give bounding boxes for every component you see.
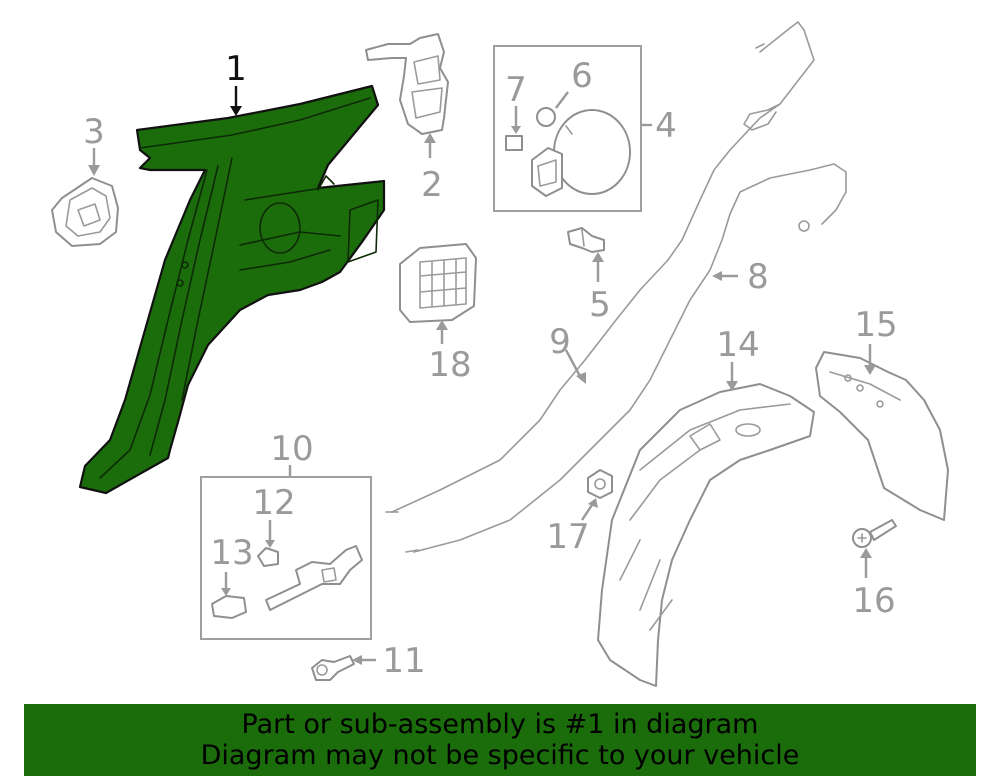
leader-8-arrow bbox=[712, 271, 722, 281]
callout-6[interactable]: 6 bbox=[571, 56, 593, 96]
banner-line-1: Part or sub-assembly is #1 in diagram bbox=[241, 709, 759, 740]
cable-part-9[interactable] bbox=[385, 21, 815, 513]
part-2[interactable] bbox=[365, 33, 449, 135]
leader-13-arrow bbox=[221, 588, 231, 596]
fuel-door-part[interactable] bbox=[553, 109, 631, 195]
part-3[interactable] bbox=[51, 177, 119, 247]
leader-6 bbox=[555, 91, 569, 109]
callout-10[interactable]: 10 bbox=[270, 429, 313, 469]
callout-8[interactable]: 8 bbox=[747, 257, 769, 297]
callout-11[interactable]: 11 bbox=[382, 641, 425, 681]
leader-18-arrow bbox=[436, 320, 448, 330]
nut-part-17[interactable] bbox=[587, 469, 613, 499]
leader-16-arrow bbox=[860, 548, 872, 558]
callout-15[interactable]: 15 bbox=[854, 305, 897, 345]
part-6[interactable] bbox=[536, 107, 556, 127]
box-part-4 bbox=[493, 45, 642, 212]
callout-18[interactable]: 18 bbox=[428, 345, 471, 385]
leader-3-arrow bbox=[88, 165, 100, 176]
callout-2[interactable]: 2 bbox=[421, 165, 443, 205]
leader-17-arrow bbox=[588, 498, 598, 508]
callout-12[interactable]: 12 bbox=[252, 483, 295, 523]
callout-9[interactable]: 9 bbox=[549, 322, 571, 362]
leader-2-arrow bbox=[424, 133, 436, 143]
info-banner: Part or sub-assembly is #1 in diagram Di… bbox=[24, 704, 976, 776]
callout-17[interactable]: 17 bbox=[546, 517, 589, 557]
callout-7[interactable]: 7 bbox=[505, 70, 527, 110]
callout-3[interactable]: 3 bbox=[83, 112, 105, 152]
cable-part-8[interactable] bbox=[405, 163, 847, 553]
part-7[interactable] bbox=[505, 135, 523, 151]
leader-1-arrow bbox=[230, 106, 242, 116]
part-12[interactable] bbox=[257, 547, 279, 567]
leader-15-arrow bbox=[864, 365, 876, 375]
leader-14-arrow bbox=[726, 381, 738, 391]
callout-1[interactable]: 1 bbox=[225, 49, 247, 89]
leader-11-arrow bbox=[352, 655, 362, 665]
wheel-liner-part-14[interactable] bbox=[597, 383, 815, 687]
bolt-part-11[interactable] bbox=[311, 655, 355, 681]
bolt-part-5[interactable] bbox=[567, 227, 605, 253]
screw-part-16[interactable] bbox=[852, 519, 897, 548]
callout-4[interactable]: 4 bbox=[655, 106, 677, 146]
leader-12-arrow bbox=[265, 540, 275, 548]
box-part-10 bbox=[200, 476, 372, 640]
vent-part-18[interactable] bbox=[399, 243, 477, 323]
callout-13[interactable]: 13 bbox=[210, 533, 253, 573]
banner-line-2: Diagram may not be specific to your vehi… bbox=[200, 740, 800, 771]
part-13[interactable] bbox=[211, 595, 247, 619]
quarter-panel-part-1[interactable] bbox=[78, 84, 386, 495]
callout-16[interactable]: 16 bbox=[852, 581, 895, 621]
leader-7-arrow bbox=[511, 126, 521, 134]
leader-5-arrow bbox=[592, 252, 604, 262]
leader-9-arrow bbox=[576, 372, 586, 384]
fuel-door-hinge[interactable] bbox=[531, 147, 563, 197]
splash-guard-part-15[interactable] bbox=[815, 351, 949, 521]
callout-14[interactable]: 14 bbox=[716, 325, 759, 365]
lock-actuator-part[interactable] bbox=[265, 545, 363, 611]
callout-5[interactable]: 5 bbox=[589, 285, 611, 325]
parts-diagram: 1 3 2 4 6 7 5 bbox=[51, 21, 949, 687]
